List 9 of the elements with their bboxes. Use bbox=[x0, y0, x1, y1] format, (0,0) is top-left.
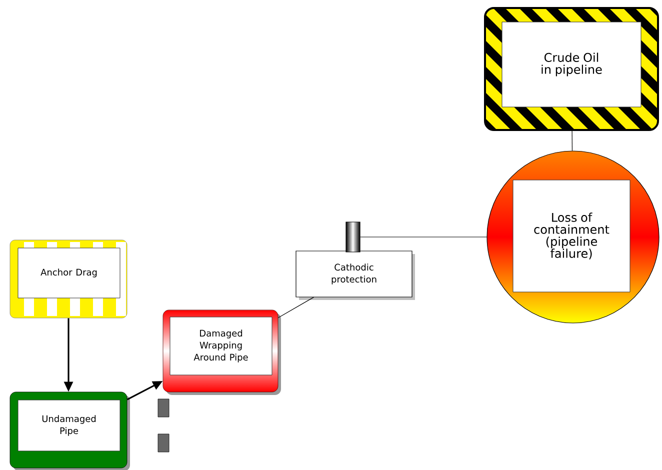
hazard-box: Crude Oil in pipeline bbox=[484, 7, 659, 131]
connector-line bbox=[572, 130, 573, 152]
barrier-label-box: Cathodic protection bbox=[296, 250, 415, 300]
barrier-icon bbox=[346, 222, 360, 252]
cause-box: Undamaged Pipe bbox=[10, 392, 130, 470]
connector-line bbox=[360, 236, 488, 238]
threat-box: Anchor Drag bbox=[10, 240, 128, 318]
consequence-box: Damaged Wrapping Around Pipe bbox=[162, 310, 281, 395]
connector-line bbox=[278, 296, 314, 318]
